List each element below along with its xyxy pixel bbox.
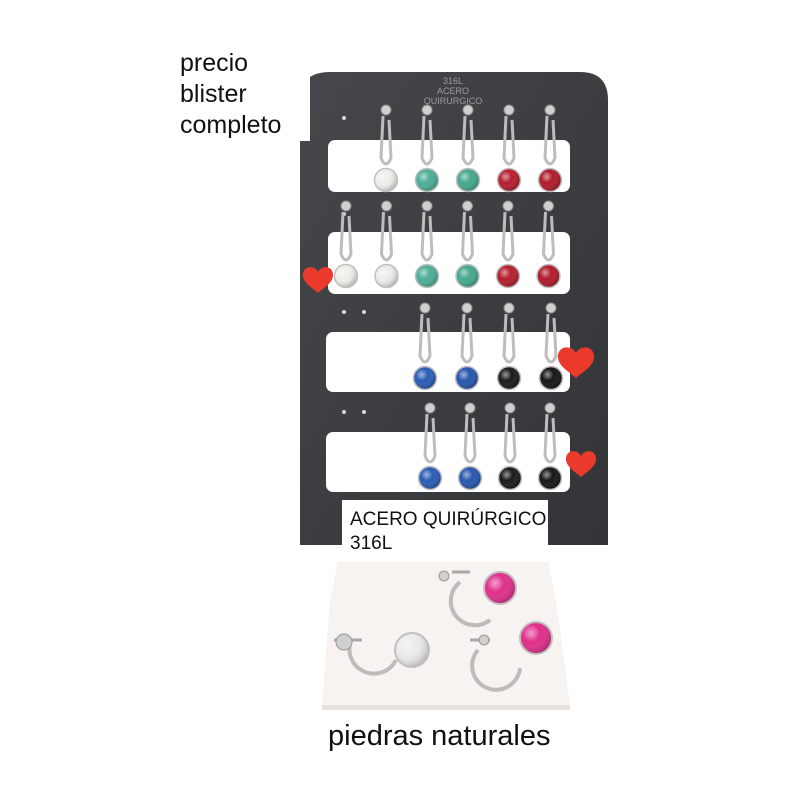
board-earring xyxy=(412,302,438,391)
board-earring xyxy=(333,200,359,289)
board-slot xyxy=(328,140,570,192)
board-earring xyxy=(414,200,440,289)
board-earring xyxy=(536,200,561,289)
board-earring xyxy=(373,104,399,193)
pin-hole xyxy=(362,410,366,414)
board-slot xyxy=(326,332,570,392)
board-earring xyxy=(414,104,440,193)
board-earring xyxy=(537,104,563,193)
board-earring xyxy=(537,402,563,491)
board-earring xyxy=(497,402,523,491)
board-earring xyxy=(495,200,521,289)
stand-earring-pink-bottom xyxy=(470,621,553,692)
board-earring xyxy=(496,302,522,391)
material-label: ACERO QUIRÚRGICO 316L xyxy=(342,500,548,560)
price-note-line-1: precio xyxy=(180,49,249,77)
pin-hole xyxy=(342,116,346,120)
earring-rows xyxy=(333,104,564,491)
board-earring xyxy=(374,200,399,289)
material-label-line-2: 316L xyxy=(350,533,393,554)
display-stand-edge xyxy=(322,705,570,710)
stand-earring-white xyxy=(334,632,430,676)
board-header-line-2: ACERO xyxy=(437,86,469,96)
board-header-line-3: QUIRURGICO xyxy=(424,96,483,106)
board-earring xyxy=(417,402,443,491)
price-note: precio blister completo xyxy=(180,48,310,141)
caption: piedras naturales xyxy=(328,720,551,752)
material-label-line-1: ACERO QUIRÚRGICO xyxy=(350,509,547,530)
price-note-line-3: completo xyxy=(180,111,282,139)
heart-icon xyxy=(302,267,334,293)
pin-hole xyxy=(342,410,346,414)
price-note-line-2: blister xyxy=(180,80,247,108)
stand-earring-pink-top xyxy=(438,570,517,628)
board-earring xyxy=(496,104,522,193)
heart-icon xyxy=(565,451,597,477)
board-slot xyxy=(328,232,570,294)
board-earring xyxy=(455,200,480,289)
board-earring xyxy=(454,302,480,391)
pin-hole xyxy=(362,310,366,314)
board-slot xyxy=(326,432,570,492)
heart-icon xyxy=(557,347,595,378)
pin-hole xyxy=(342,310,346,314)
board-earring xyxy=(455,104,481,193)
board-earring xyxy=(457,402,483,491)
board-earring xyxy=(538,302,564,391)
board-header-line-1: 316L xyxy=(443,76,463,86)
